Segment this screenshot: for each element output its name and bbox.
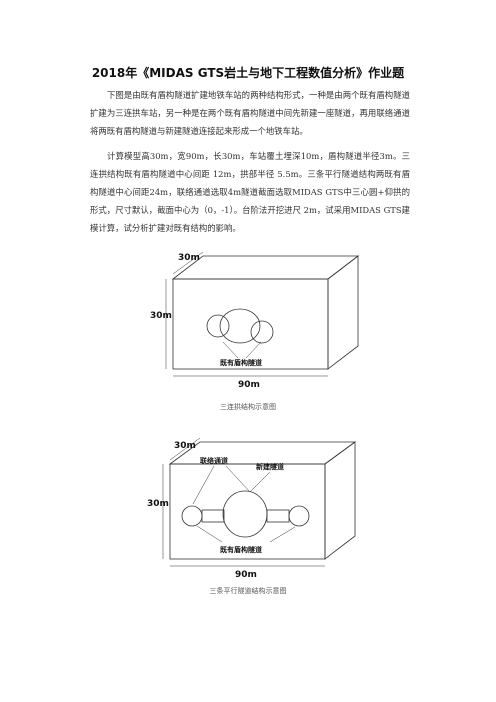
dim-height-label: 30m bbox=[147, 499, 169, 509]
figure-three-arch: 30m 30m 90m 既有盾构隧道 bbox=[140, 244, 380, 394]
dim-height-label: 30m bbox=[150, 311, 172, 321]
new-tunnel-label: 新建隧道 bbox=[256, 462, 284, 471]
dim-length-label: 30m bbox=[174, 441, 196, 451]
dim-width-label: 90m bbox=[235, 570, 257, 580]
existing-tunnel-label: 既有盾构隧道 bbox=[220, 358, 262, 367]
dim-width-label: 90m bbox=[238, 380, 260, 390]
figure1-caption: 三连拱结构示意图 bbox=[220, 403, 276, 411]
existing-tunnel-label: 既有盾构隧道 bbox=[220, 545, 262, 554]
document-title: 2018年《MIDAS GTS岩土与地下工程数值分析》作业题 bbox=[91, 66, 405, 80]
paragraph-model-params: 计算模型高30m，宽90m，长30m，车站覆土埋深10m，盾构隧道半径3m。三连… bbox=[90, 151, 410, 233]
dim-length-label: 30m bbox=[178, 253, 200, 263]
connection-passage-label: 联络通道 bbox=[200, 456, 228, 465]
figure2-caption: 三条平行隧道结构示意图 bbox=[209, 587, 287, 595]
figure-parallel-tunnels: 30m 30m 90m 联络通道 新建隧道 既有盾构隧道 bbox=[130, 436, 380, 586]
paragraph-intro: 下图是由既有盾构隧道扩建地铁车站的两种结构形式，一种是由两个既有盾构隧道扩建为三… bbox=[90, 90, 410, 136]
